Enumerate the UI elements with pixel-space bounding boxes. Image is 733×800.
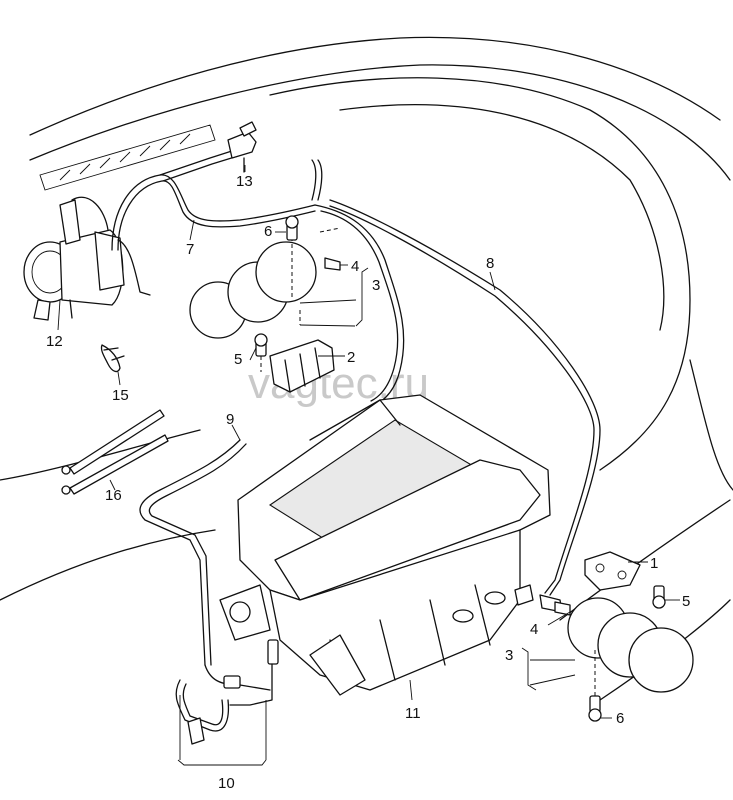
callout-5-lower: 5 <box>682 593 690 610</box>
callout-7: 7 <box>186 241 194 258</box>
callout-12: 12 <box>46 333 63 350</box>
callout-11: 11 <box>405 705 421 722</box>
callout-8: 8 <box>486 255 494 272</box>
callout-10: 10 <box>218 775 235 792</box>
callout-3-upper: 3 <box>372 277 380 294</box>
lower-mount-assembly <box>539 551 694 722</box>
leader-lines <box>57 165 680 766</box>
callout-5-upper: 5 <box>234 351 242 368</box>
callout-9: 9 <box>226 411 234 428</box>
callout-4-upper: 4 <box>351 258 359 275</box>
callout-6-lower: 6 <box>616 710 624 727</box>
callout-2: 2 <box>347 349 355 366</box>
callout-3-lower: 3 <box>505 647 513 664</box>
upper-mount-assembly <box>189 215 341 393</box>
callout-6-upper: 6 <box>264 223 272 240</box>
vacuum-hose-9 <box>139 439 247 666</box>
vacuum-valve-assembly <box>23 196 151 321</box>
cable-ties-16 <box>61 409 169 495</box>
callout-labels: 1 2 3 3 4 4 5 5 6 6 7 8 9 10 11 12 13 15… <box>46 173 690 792</box>
valve-13 <box>227 121 257 173</box>
vacuum-hose-7 <box>111 149 316 251</box>
callout-15: 15 <box>112 387 129 404</box>
vacuum-hose-group-10 <box>175 639 279 745</box>
callout-16: 16 <box>105 487 122 504</box>
intake-manifold-11 <box>219 394 551 696</box>
callout-4-lower: 4 <box>530 621 538 638</box>
hose-clip-15 <box>100 344 125 373</box>
vacuum-hose-8 <box>311 159 601 596</box>
callout-13: 13 <box>236 173 253 190</box>
callout-1: 1 <box>650 555 658 572</box>
